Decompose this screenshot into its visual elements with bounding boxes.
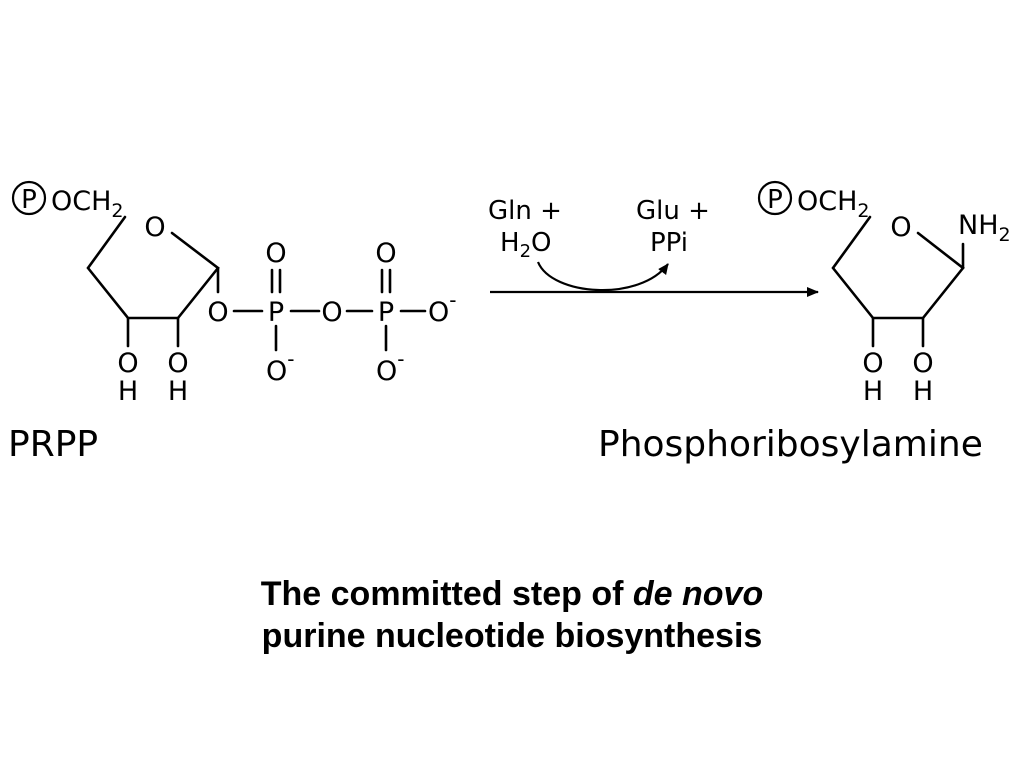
reactant-name: PRPP [8,424,98,465]
caption-line-2: purine nucleotide biosynthesis [261,617,763,655]
och2-label: OCH2 [51,186,124,222]
phosphorus-2: P [378,297,394,328]
caption-italic: de novo [632,575,764,613]
p2-bottom-oxygen: O- [376,347,404,387]
p1-bottom-oxygen: O- [266,347,294,387]
ring-oxygen: O [144,212,165,243]
c3-oh-hydrogen: H [118,376,138,407]
phosphorus-1: P [268,297,284,328]
c2-oh-hydrogen: H [168,376,188,407]
prpp-structure: P OCH2 O O H O H O P O P O- O O [8,180,456,465]
phosphate-circle [757,180,793,216]
bridge-oxygen-2: O [321,297,342,328]
phosphate-circle [11,180,47,216]
ring-bonds [86,215,220,320]
terminal-oxygen: O- [428,288,456,328]
ring-oxygen: O [890,212,911,243]
amine-label: NH2 [958,210,1011,246]
water-label: H2O [500,228,551,262]
p2-double-bond [380,268,392,294]
c2-oh-oxygen: O [912,348,933,379]
p2-top-oxygen: O [375,238,396,269]
caption-line-1: The committed step of de novo [260,575,764,613]
c3-oh-oxygen: O [862,348,883,379]
cofactor-curved-arrow [536,261,669,292]
c2-oh-hydrogen: H [913,376,933,407]
bridge-oxygen-1: O [207,297,228,328]
c3-oh-oxygen: O [117,348,138,379]
phosphoribosylamine-structure: P OCH2 O NH2 O H O H Phosphoribosylamine [598,180,1011,465]
reaction-arrow-group: Gln + H2O Glu + PPi [488,196,819,297]
glutamate-label: Glu + [636,196,710,226]
ring-bonds [831,215,965,320]
product-name: Phosphoribosylamine [598,424,983,465]
c3-oh-hydrogen: H [863,376,883,407]
p1-double-bond [270,268,282,294]
p1-top-oxygen: O [265,238,286,269]
phosphate-symbol: P [21,185,37,215]
phosphate-symbol: P [767,185,783,215]
och2-label: OCH2 [797,186,870,222]
glutamine-label: Gln + [488,196,562,226]
caption: The committed step of de novo purine nuc… [0,573,1024,657]
pyrophosphate-label: PPi [650,228,688,258]
c2-oh-oxygen: O [167,348,188,379]
